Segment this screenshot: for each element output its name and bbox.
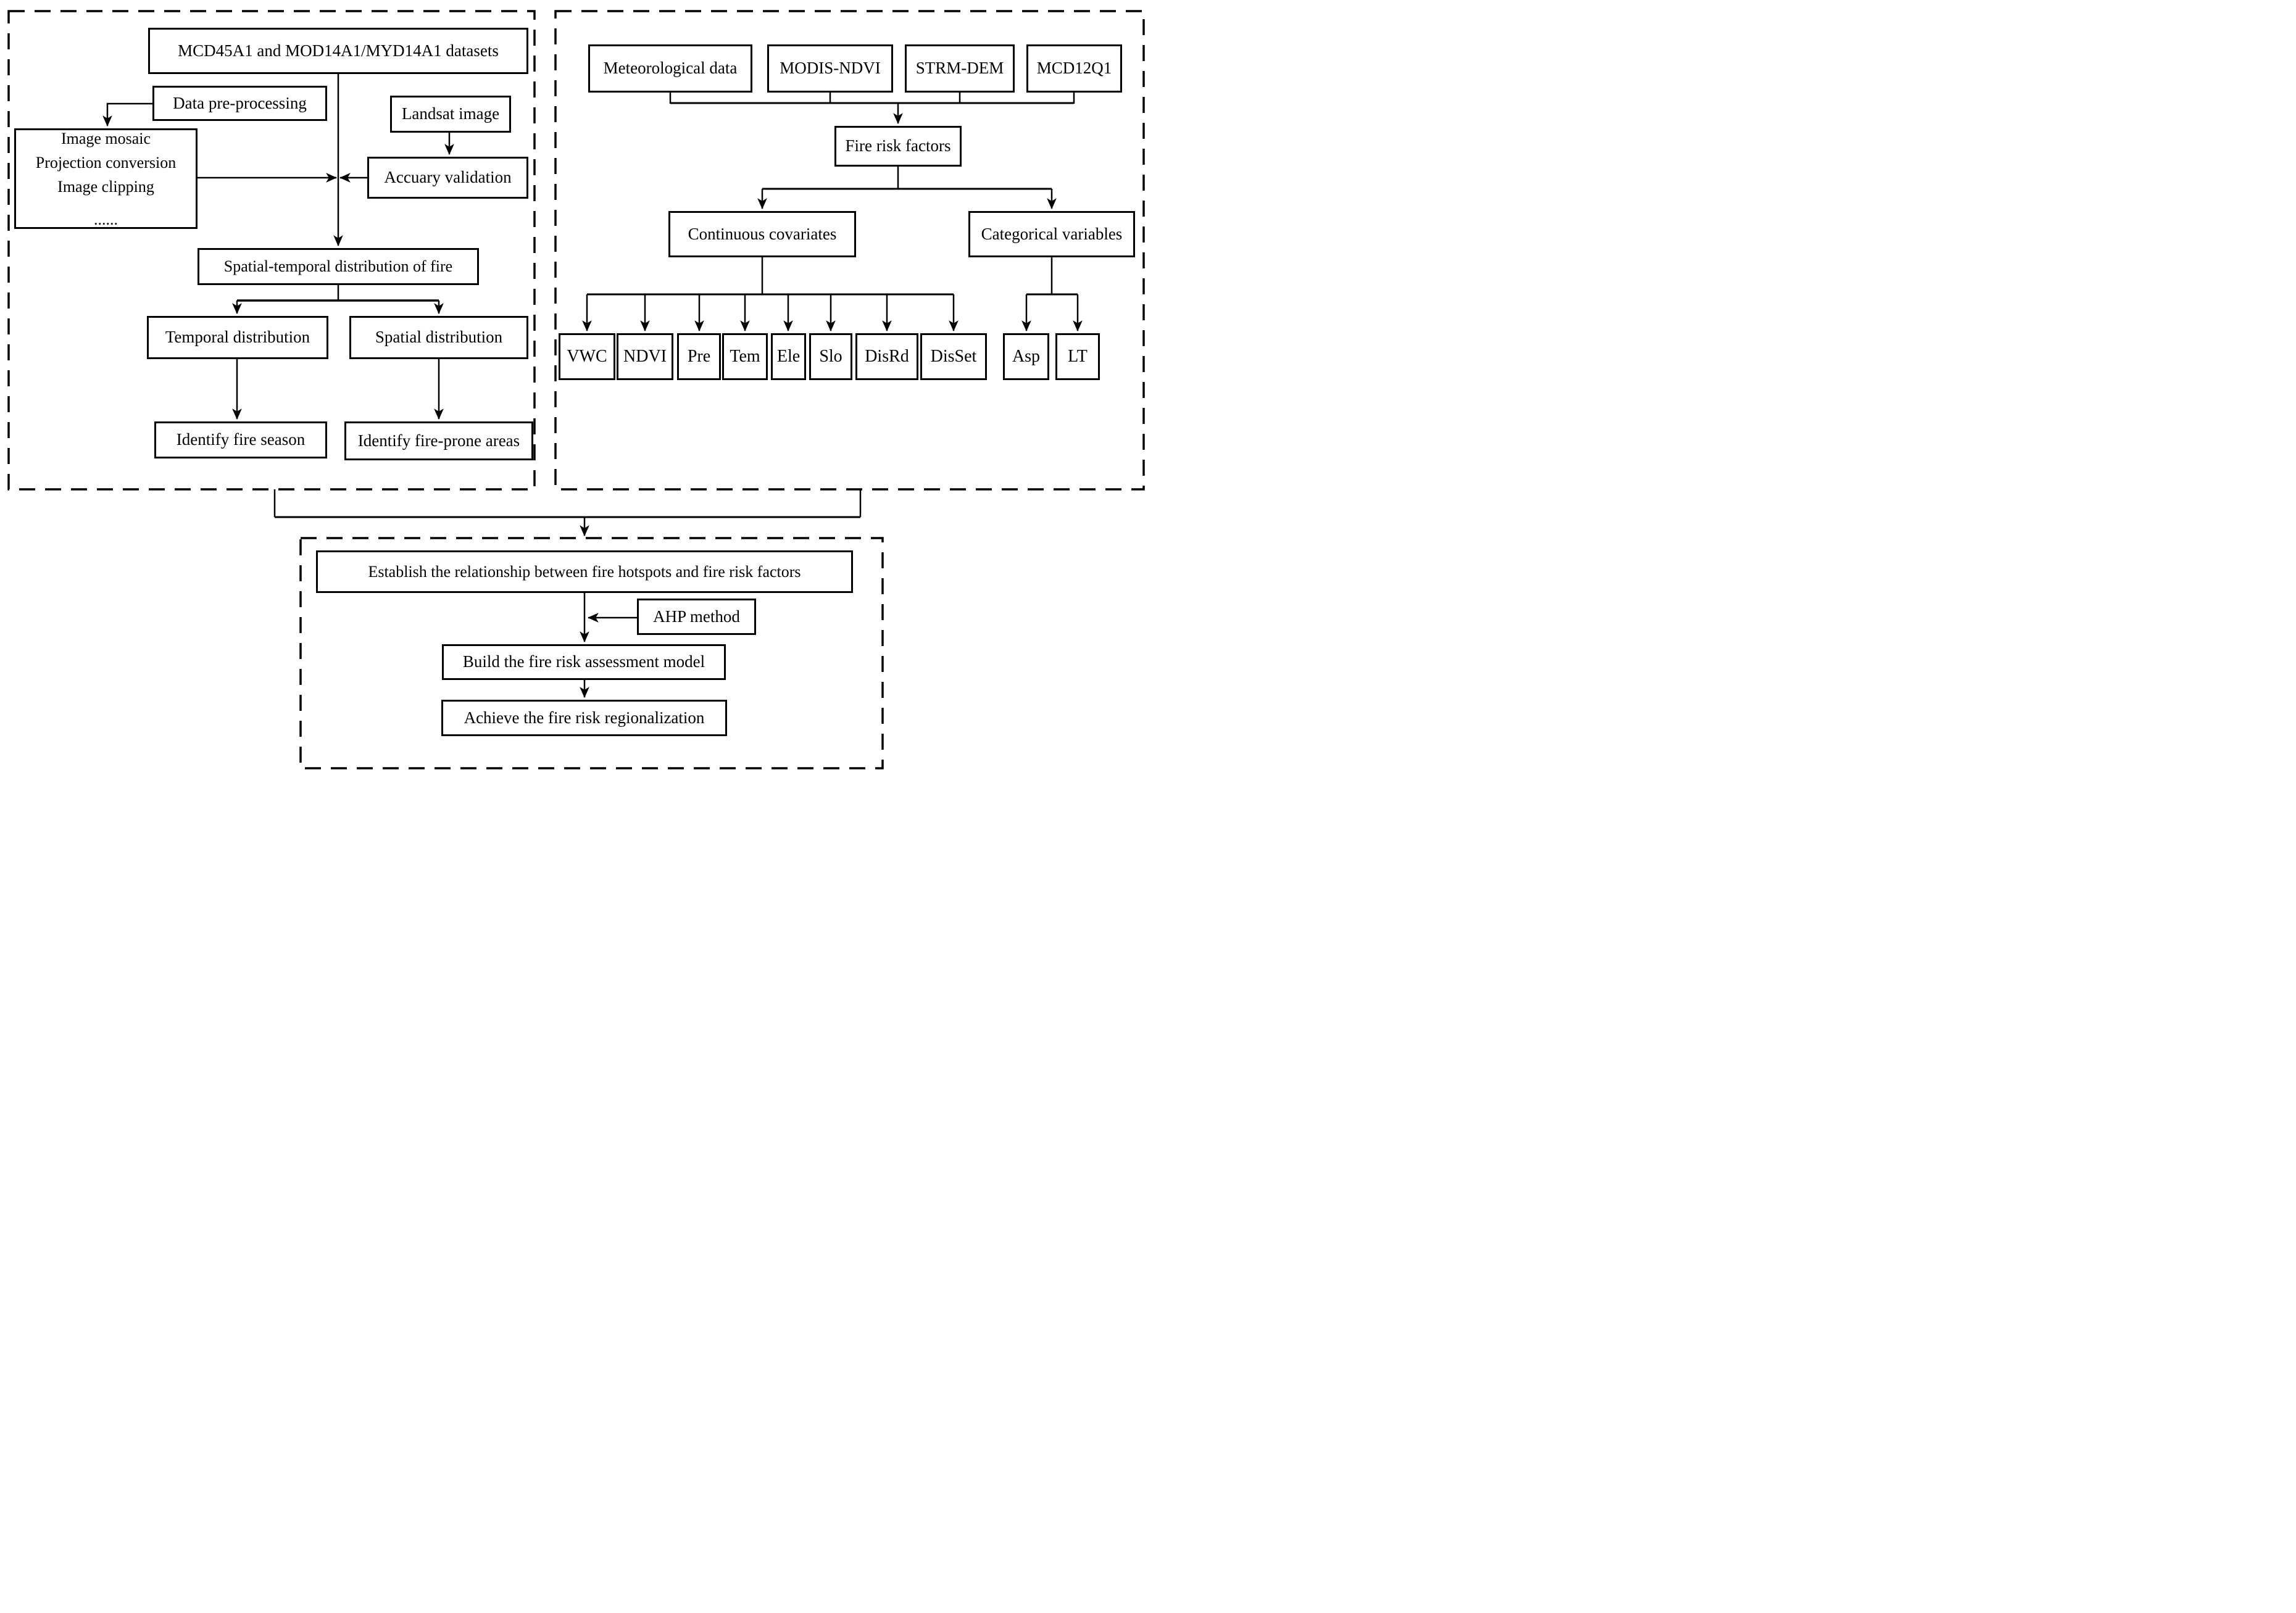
box-spatiotemporal-distribution: Spatial-temporal distribution of fire (198, 248, 479, 285)
panel-fire-distribution-border (7, 10, 536, 491)
box-establish-relationship: Establish the relationship between fire … (316, 550, 853, 593)
box-identify-fire-prone-areas: Identify fire-prone areas (344, 421, 533, 460)
box-factor-ndvi: NDVI (617, 333, 673, 380)
step-ellipsis: ...... (94, 210, 118, 228)
step-image-mosaic: Image mosaic (60, 129, 151, 147)
step-projection-conversion: Projection conversion (35, 153, 177, 172)
box-spatial-distribution: Spatial distribution (349, 316, 528, 359)
panel-modeling-border (299, 537, 884, 769)
box-fire-risk-factors: Fire risk factors (834, 126, 962, 167)
box-factor-slo: Slo (809, 333, 852, 380)
box-factor-disrd: DisRd (855, 333, 918, 380)
box-continuous-covariates: Continuous covariates (668, 211, 856, 257)
box-data-preprocessing: Data pre-processing (152, 86, 327, 121)
box-mcd12q1: MCD12Q1 (1026, 44, 1122, 93)
box-modis-ndvi: MODIS-NDVI (767, 44, 893, 93)
box-strm-dem: STRM-DEM (905, 44, 1015, 93)
box-landsat-image: Landsat image (390, 96, 511, 133)
panel-risk-factors-border (554, 10, 1145, 491)
box-meteorological-data: Meteorological data (588, 44, 752, 93)
box-factor-disset: DisSet (920, 333, 987, 380)
box-achieve-regionalization: Achieve the fire risk regionalization (441, 700, 727, 736)
box-categorical-variables: Categorical variables (968, 211, 1135, 257)
box-temporal-distribution: Temporal distribution (147, 316, 328, 359)
box-factor-lt: LT (1055, 333, 1100, 380)
box-factor-ele: Ele (771, 333, 806, 380)
box-factor-pre: Pre (677, 333, 721, 380)
box-accuracy-validation: Accuary validation (367, 157, 528, 199)
step-image-clipping: Image clipping (57, 177, 154, 196)
box-factor-asp: Asp (1003, 333, 1049, 380)
box-ahp-method: AHP method (637, 599, 756, 635)
box-build-model: Build the fire risk assessment model (442, 644, 726, 680)
connector-layer (7, 10, 1145, 769)
box-factor-tem: Tem (722, 333, 768, 380)
box-identify-fire-season: Identify fire season (154, 421, 327, 458)
box-datasets: MCD45A1 and MOD14A1/MYD14A1 datasets (148, 28, 528, 74)
flowchart-canvas: MCD45A1 and MOD14A1/MYD14A1 datasets Dat… (0, 0, 1148, 806)
arrow-preprocessing-to-steps (102, 102, 152, 127)
box-factor-vwc: VWC (559, 333, 615, 380)
box-preprocessing-steps: Image mosaic Projection conversion Image… (14, 128, 198, 229)
